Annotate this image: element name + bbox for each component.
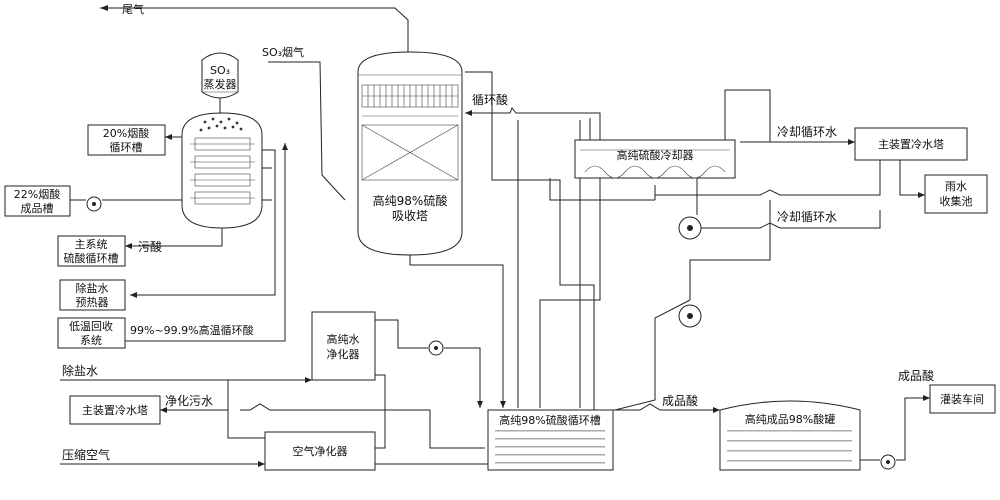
product-acid-tank: 高纯成品98%酸罐 bbox=[719, 400, 861, 471]
oleum-20-label-1: 20%烟酸 bbox=[103, 126, 149, 140]
main-cooling-tower-bottom: 主装置冷水塔 bbox=[69, 395, 161, 425]
product-acid-2-label: 成品酸 bbox=[898, 368, 934, 383]
cooling-water-label-2: 冷却循环水 bbox=[777, 210, 837, 224]
oleum-20-label-2: 循环槽 bbox=[110, 141, 143, 154]
preheater-label-1: 除盐水 bbox=[76, 281, 109, 295]
filling-workshop: 灌装车间 bbox=[929, 384, 996, 414]
pipelines bbox=[60, 5, 930, 467]
pure-water-label-2: 净化器 bbox=[327, 347, 360, 361]
main-acid-tank: 主系统 硫酸循环槽 bbox=[57, 235, 126, 267]
pump-product bbox=[678, 304, 702, 328]
rain-pool-label-2: 收集池 bbox=[940, 194, 973, 208]
main-cooling-tower-label: 主装置冷水塔 bbox=[878, 138, 944, 151]
so3-flue-gas-label: SO₃烟气 bbox=[262, 45, 304, 59]
compressed-air-label: 压缩空气 bbox=[62, 447, 110, 462]
cooling-water-label-1: 冷却循环水 bbox=[777, 125, 837, 139]
absorption-tower-label-2: 吸收塔 bbox=[392, 209, 428, 223]
main-acid-label-1: 主系统 bbox=[75, 238, 108, 251]
acid-cooler: 高纯硫酸冷却器 bbox=[574, 139, 736, 179]
tail-gas-arrow bbox=[100, 5, 108, 11]
tail-gas-pipe bbox=[100, 7, 409, 52]
desalted-water-label: 除盐水 bbox=[62, 363, 98, 378]
main-cooling-tower: 主装置冷水塔 bbox=[854, 127, 968, 161]
acid-circulation-tank: 高纯98%硫酸循环槽 bbox=[487, 409, 614, 471]
pure-water-label-1: 高纯水 bbox=[327, 332, 360, 346]
desalted-water-preheater: 除盐水 预热器 bbox=[59, 279, 126, 311]
oleum-22-label-1: 22%烟酸 bbox=[14, 187, 60, 201]
pump-filling bbox=[880, 454, 896, 470]
low-temp-recovery-system: 低温回收 系统 bbox=[57, 317, 126, 349]
low-temp-label-1: 低温回收 bbox=[69, 319, 113, 333]
low-temp-label-2: 系统 bbox=[80, 334, 102, 347]
filling-workshop-label: 灌装车间 bbox=[940, 392, 984, 406]
so3-evaporator: SO₃ 蒸发器 bbox=[201, 52, 239, 99]
oleum-22-tank: 22%烟酸 成品槽 bbox=[4, 185, 71, 217]
circulating-acid-label: 循环酸 bbox=[472, 92, 508, 107]
air-purifier-label: 空气净化器 bbox=[293, 444, 348, 458]
so3-evaporator-label-2: 蒸发器 bbox=[204, 77, 237, 91]
main-acid-label-2: 硫酸循环槽 bbox=[64, 251, 119, 265]
purified-sewage-label: 净化污水 bbox=[165, 394, 213, 408]
oleum-20-tank: 20%烟酸 循环槽 bbox=[87, 124, 166, 156]
pump-pure-water bbox=[428, 340, 444, 356]
absorption-tower-label-1: 高纯98%硫酸 bbox=[373, 193, 448, 208]
pump-oleum bbox=[86, 196, 102, 212]
tail-gas-label: 尾气 bbox=[122, 2, 144, 16]
air-purifier: 空气净化器 bbox=[264, 431, 376, 471]
so3-flue-gas-pipe bbox=[268, 61, 346, 201]
absorption-tower: 高纯98%硫酸 吸收塔 bbox=[357, 51, 463, 256]
pure-water-purifier: 高纯水 净化器 bbox=[311, 311, 376, 381]
so3-evaporator-label-1: SO₃ bbox=[210, 64, 230, 77]
rain-pool-label-1: 雨水 bbox=[945, 180, 967, 193]
main-cooling-tower-2-label: 主装置冷水塔 bbox=[82, 404, 148, 417]
high-temp-acid-label: 99%~99.9%高温循环酸 bbox=[130, 323, 254, 337]
preheater-label-2: 预热器 bbox=[76, 296, 109, 309]
acid-cooler-label: 高纯硫酸冷却器 bbox=[617, 148, 694, 162]
circulation-tank-label: 高纯98%硫酸循环槽 bbox=[499, 413, 600, 427]
stream-labels: 尾气 SO₃烟气 污酸 99%~99.9%高温循环酸 循环酸 冷却循环水 冷却循… bbox=[62, 2, 934, 462]
pump-cooling bbox=[678, 216, 702, 240]
product-acid-label: 成品酸 bbox=[662, 393, 698, 408]
rainwater-pool: 雨水 收集池 bbox=[924, 174, 988, 214]
oleum-heat-exchanger bbox=[181, 112, 263, 229]
dirty-acid-label: 污酸 bbox=[138, 239, 162, 254]
product-tank-label: 高纯成品98%酸罐 bbox=[745, 412, 835, 426]
oleum-22-label-2: 成品槽 bbox=[21, 202, 54, 215]
